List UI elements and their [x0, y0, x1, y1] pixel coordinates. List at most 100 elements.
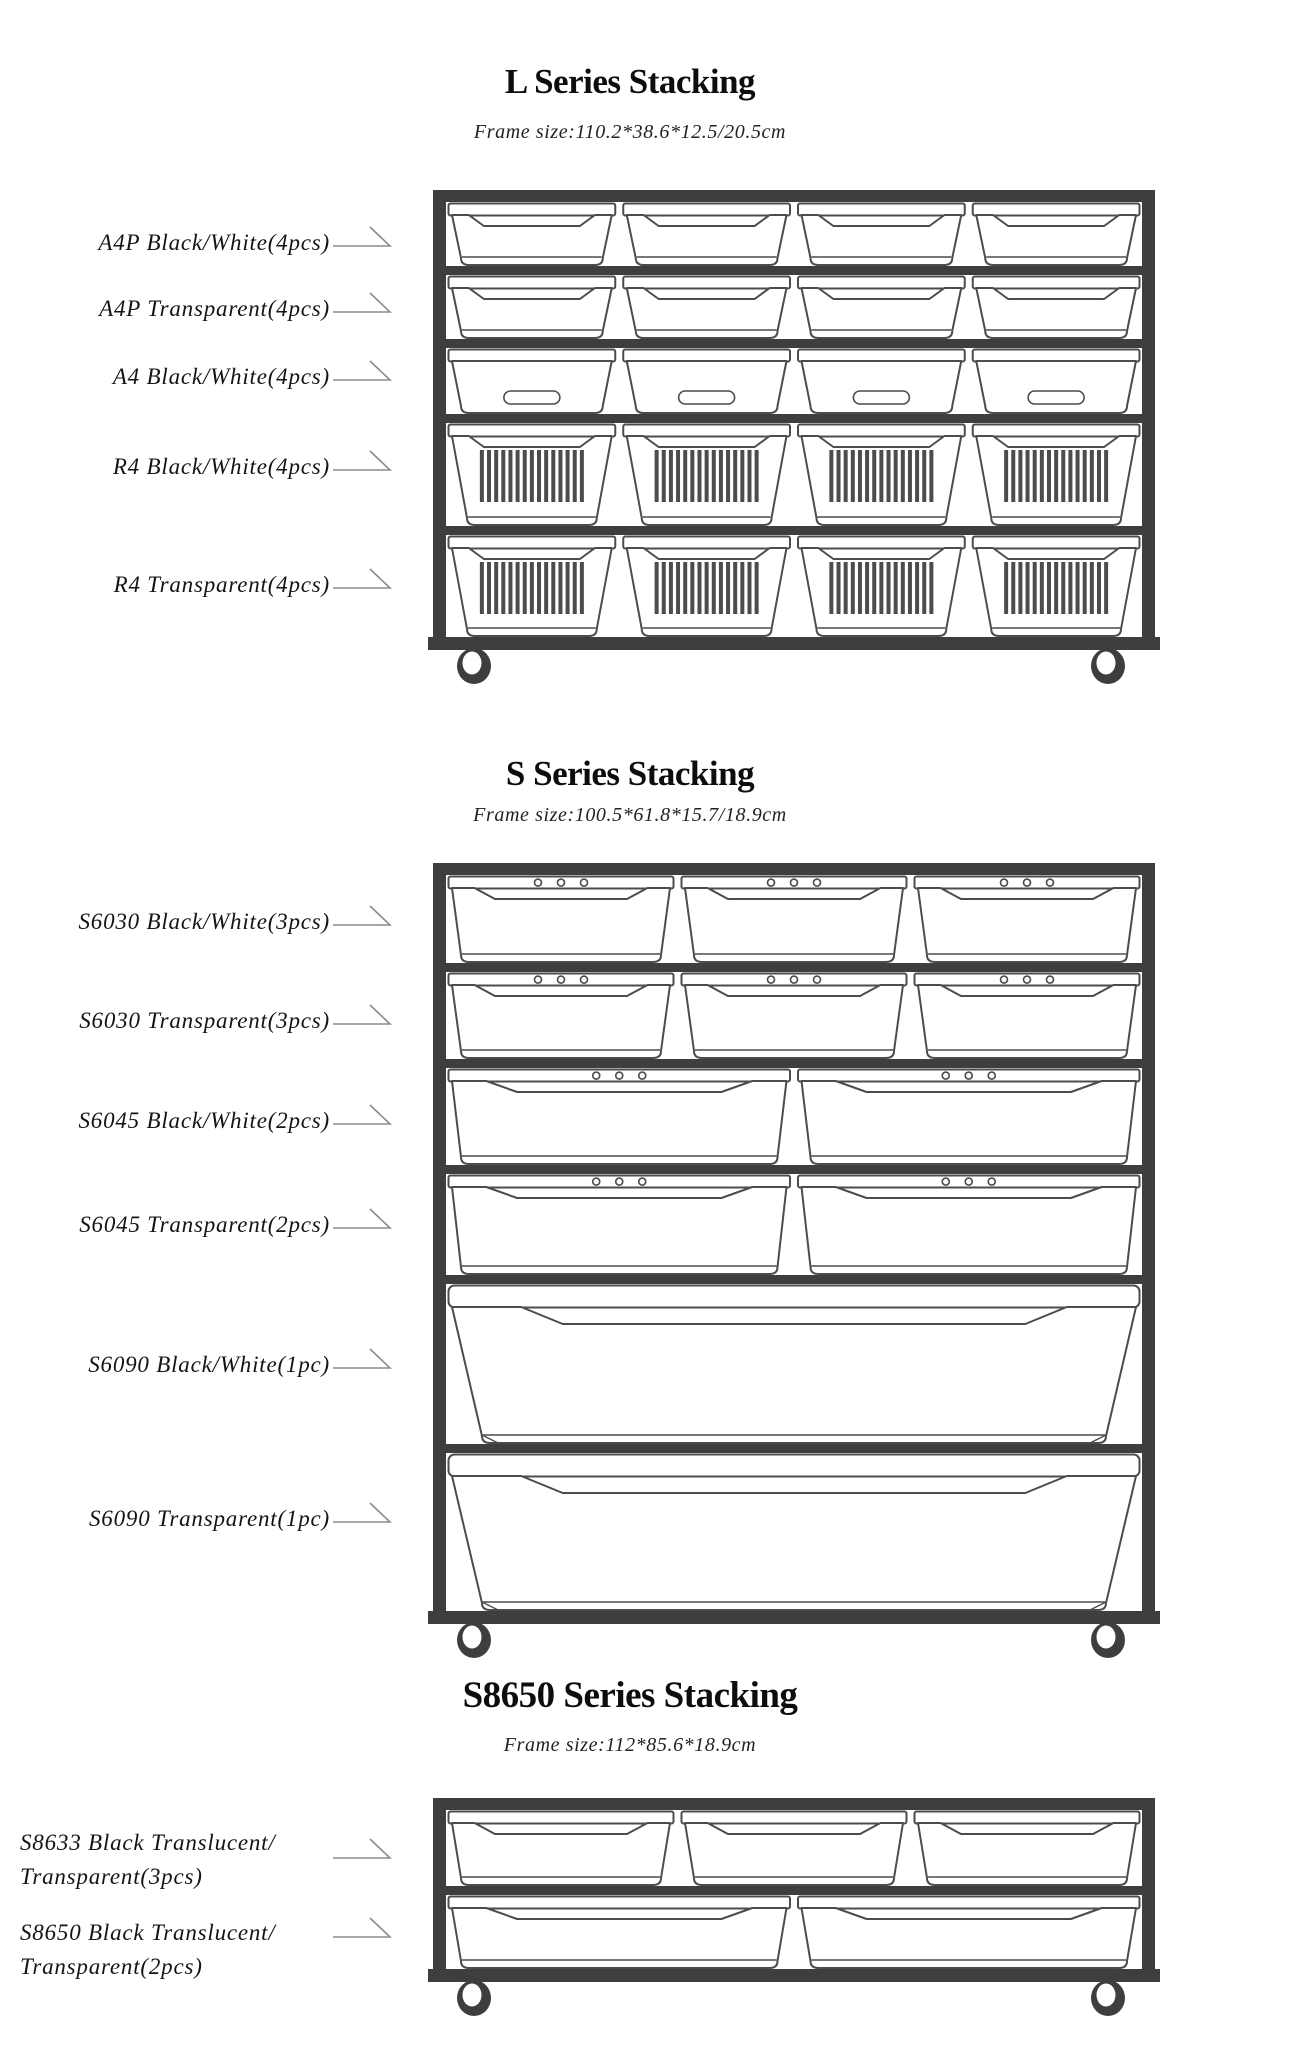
leader-line	[333, 360, 393, 381]
bin-lip	[971, 202, 1141, 217]
bin-body	[625, 214, 788, 266]
bin-slot	[677, 390, 736, 405]
lip-hole	[789, 975, 799, 984]
lip-hole	[766, 878, 776, 887]
basket-vent	[565, 562, 570, 614]
basket-vent	[515, 450, 520, 502]
bin-lip	[913, 1810, 1141, 1825]
frame-top	[433, 1798, 1155, 1810]
basket-vent	[704, 450, 709, 502]
bin-tub	[447, 1810, 675, 1886]
bin-corner-line	[481, 1434, 499, 1444]
bin-tub	[622, 275, 791, 339]
shelf	[446, 1444, 1142, 1453]
basket-vent	[907, 562, 912, 614]
bin-body	[451, 984, 671, 1059]
leader-line	[333, 226, 393, 247]
basket-vent	[829, 562, 834, 614]
bin-body	[800, 1907, 1137, 1969]
basket-vent	[900, 562, 905, 614]
basket-vent	[1018, 450, 1023, 502]
bin-corner-line	[1089, 1601, 1107, 1611]
bin-lip	[971, 423, 1141, 438]
basket-vent	[1061, 562, 1066, 614]
basket-vent	[718, 450, 723, 502]
basket-vent	[676, 562, 681, 614]
basket-vent	[1068, 450, 1073, 502]
bin-lip	[447, 275, 617, 290]
bin-body	[451, 1306, 1137, 1444]
basket-vent	[501, 450, 506, 502]
bin-body	[800, 287, 963, 339]
bin-lip	[622, 423, 791, 438]
basket-vent	[522, 562, 527, 614]
rack-l-series	[333, 190, 1160, 684]
basket-vent	[733, 450, 738, 502]
lip-hole	[999, 975, 1009, 984]
bin-body	[451, 887, 671, 963]
basket-vent	[1032, 562, 1037, 614]
lip-hole	[637, 1071, 647, 1080]
bin-body	[917, 1822, 1137, 1886]
row-label-a4p-trans: A4P Transparent(4pcs)	[99, 296, 330, 321]
bin-basket	[971, 535, 1141, 637]
basket-vent	[886, 450, 891, 502]
basket-vent	[836, 562, 841, 614]
bin-lip	[797, 202, 966, 217]
bin-tub	[913, 1810, 1141, 1886]
basket-vent	[726, 450, 731, 502]
basket-vent	[508, 562, 513, 614]
leader-line	[333, 568, 393, 589]
basket-vent	[1039, 450, 1044, 502]
shelf	[446, 1275, 1142, 1284]
basket-vent	[668, 562, 673, 614]
basket-vent	[1011, 562, 1016, 614]
caster-wheel	[457, 648, 491, 684]
bin-lip	[447, 1284, 1141, 1309]
bin-dots	[447, 1174, 791, 1275]
bin-tub	[447, 275, 617, 339]
frame-bottom	[428, 1611, 1160, 1624]
basket-vent	[1018, 562, 1023, 614]
basket-vent	[1011, 450, 1016, 502]
rack-s-series	[333, 863, 1160, 1658]
bin-body	[451, 1822, 671, 1886]
bin-lip	[622, 348, 791, 363]
basket-vent	[850, 450, 855, 502]
row-label-s6090-bw: S6090 Black/White(1pc)	[88, 1352, 330, 1377]
bin-basket	[447, 423, 617, 526]
basket-vent	[522, 450, 527, 502]
leader-line	[333, 292, 393, 313]
bin-lip	[622, 275, 791, 290]
lip-hole	[987, 1071, 997, 1080]
lip-hole	[1045, 878, 1055, 887]
bin-dots	[447, 1068, 791, 1165]
lip-hole	[614, 1071, 624, 1080]
basket-vent	[1089, 562, 1094, 614]
shelf	[446, 963, 1142, 972]
shelf	[446, 339, 1142, 348]
frame-top	[433, 190, 1155, 202]
frame-right	[1142, 1798, 1155, 1969]
basket-vent	[690, 562, 695, 614]
basket-vent	[872, 562, 877, 614]
row-label-s6045-bw: S6045 Black/White(2pcs)	[78, 1108, 330, 1133]
row-label-s6030-bw: S6030 Black/White(3pcs)	[78, 909, 330, 934]
leader-line	[333, 905, 393, 926]
basket-vent	[579, 450, 584, 502]
bin-basket	[622, 535, 791, 637]
bin-tub	[971, 202, 1141, 266]
leader-line	[333, 1104, 393, 1125]
basket-vent	[726, 562, 731, 614]
lip-hole	[941, 1071, 951, 1080]
bin-tub	[680, 1810, 908, 1886]
bin-body	[975, 360, 1137, 414]
bin-tub	[797, 202, 966, 266]
lip-hole	[812, 878, 822, 887]
lip-hole	[964, 1177, 974, 1186]
bin-basket	[797, 423, 966, 526]
basket-vent	[1004, 450, 1009, 502]
bin-body	[451, 1186, 788, 1275]
shelf	[446, 414, 1142, 423]
bin-body	[684, 887, 904, 963]
